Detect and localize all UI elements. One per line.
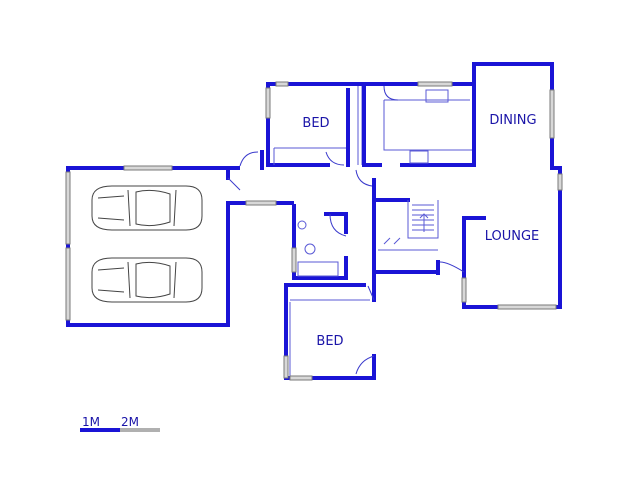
toilet-icon <box>304 243 316 255</box>
bed-lower-label: BED <box>316 334 343 349</box>
basin-icon <box>297 220 307 230</box>
dining <box>472 62 555 170</box>
dining-window <box>549 89 555 139</box>
garage-window-left-top <box>65 171 71 245</box>
kitchen-door-swing <box>383 85 399 101</box>
bed-upper-window-left <box>265 87 271 119</box>
garage-window-top <box>123 165 173 171</box>
lounge <box>436 166 563 310</box>
dining-label: DINING <box>489 113 536 128</box>
lounge-label: LOUNGE <box>485 229 540 244</box>
passage-window <box>245 200 277 206</box>
bedroom-upper <box>265 81 382 167</box>
passage <box>226 150 294 206</box>
bathtub-icon <box>297 261 339 277</box>
bed-upper-label: BED <box>302 116 329 131</box>
kitchen-door-lower-swing <box>355 169 373 187</box>
stair-arrow-icon <box>383 237 401 245</box>
stove-icon <box>409 150 429 164</box>
bed-lower-window-bottom <box>289 375 313 381</box>
garage-door-swing <box>227 177 241 191</box>
car-icon <box>91 185 203 231</box>
lounge-window-right <box>557 173 563 191</box>
kitchen-window <box>417 81 453 87</box>
bed-lower-door-swing <box>355 355 375 375</box>
bed-lower-window-left <box>283 355 289 379</box>
lounge-window-left <box>461 277 467 303</box>
bedroom-lower <box>283 178 376 381</box>
bed-lower-door-top-swing <box>367 285 375 301</box>
bathroom-door-swing <box>329 213 347 237</box>
bed-upper-door-swing <box>325 151 345 166</box>
kitchen <box>355 81 476 187</box>
garage-window-left-bottom <box>65 247 71 321</box>
sink-icon <box>425 89 449 103</box>
lounge-door-swing <box>439 261 465 273</box>
bathroom-window <box>291 247 297 273</box>
scale-label-2m: 2M <box>121 415 139 429</box>
car-icon <box>91 257 203 303</box>
garage <box>65 165 241 327</box>
lounge-window-bottom <box>497 304 557 310</box>
passage-door-swing <box>239 151 259 167</box>
bed-upper-window-top <box>275 81 289 87</box>
staircase <box>372 198 440 274</box>
scale-label-1m: 1M <box>82 415 100 429</box>
bathroom <box>291 204 348 280</box>
